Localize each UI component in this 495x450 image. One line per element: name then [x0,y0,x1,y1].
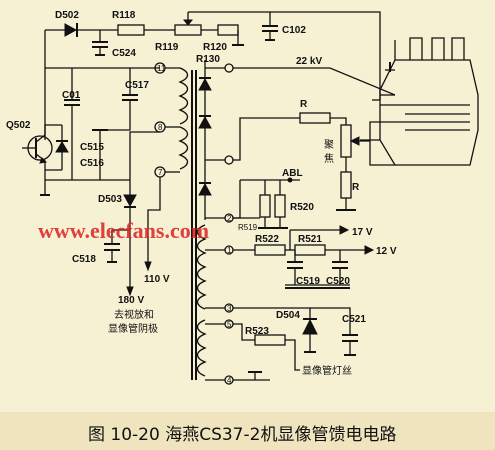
pin-7: 7 [158,168,163,177]
label-focus-2: 焦 [324,152,334,165]
pin-numbers: 11 8 7 2 1 3 5 4 [157,64,232,385]
label-c519: C519 [296,276,320,287]
label-c01: C01 [62,90,81,101]
resistor-r521 [294,244,326,256]
resistor-r118 [117,24,145,36]
label-c518: C518 [72,254,96,265]
figure-caption: 图 10-20 海燕CS37-2机显像管馈电电路 [88,425,397,445]
pin-3: 3 [227,304,232,313]
d503-branch [104,131,161,297]
pin-11: 11 [157,64,166,73]
label-focus-1: 聚 [324,139,334,151]
abl-network [233,177,300,229]
label-r522: R522 [255,234,279,245]
flyback-transformer [165,67,207,380]
label-r519: R519 [238,223,258,232]
label-r120: R120 [203,42,227,53]
pin-8: 8 [158,123,163,132]
label-c520: C520 [326,276,350,287]
resistor-r-bottom [340,171,352,199]
component-labels: D502 R118 C524 R119 R120 C102 R130 22 kV… [6,10,397,377]
label-17v: 17 V [352,227,373,238]
figure-caption-bar: 图 10-20 海燕CS37-2机显像管馈电电路 [0,412,495,450]
label-22kv: 22 kV [296,56,322,67]
label-r520: R520 [290,202,314,213]
label-r119: R119 [155,42,179,53]
label-r521: R521 [298,234,322,245]
label-c515: C515 [80,142,104,153]
label-d504: D504 [276,310,300,321]
watermark: www.elecfans.com [38,218,209,243]
low-voltage-supplies [205,225,375,289]
pin-2: 2 [227,214,232,223]
hv-stack [198,60,396,223]
diode-d502 [64,23,78,37]
label-abl: ABL [282,168,303,179]
label-180v: 180 V [118,295,144,306]
resistor-r520 [274,194,286,218]
pin-1: 1 [227,246,232,255]
label-to-video-amp: 去视放和 [114,308,154,321]
label-c524: C524 [112,48,136,59]
label-c516: C516 [80,158,104,169]
pin-4: 4 [227,376,232,385]
q502-stage [22,30,166,196]
resistor-r120 [217,24,239,36]
resistor-r119 [174,24,202,36]
diode-d504 [302,318,318,335]
label-r130: R130 [196,54,220,65]
label-c102: C102 [282,25,306,36]
focus-potentiometer [340,124,352,158]
label-r-bottom: R [352,182,360,193]
label-crt-filament: 显像管灯丝 [302,364,352,377]
label-q502: Q502 [6,120,31,131]
label-r118: R118 [112,10,136,21]
label-12v: 12 V [376,246,397,257]
pin-5: 5 [227,320,232,329]
focus-network [299,112,405,211]
label-r-top: R [300,99,308,110]
label-d503: D503 [98,194,122,205]
top-rail [45,11,381,100]
label-d502: D502 [55,10,79,21]
label-c517: C517 [125,80,149,91]
crt-tube [360,37,479,166]
filament-supply [205,303,358,385]
resistor-r522 [254,244,286,256]
label-crt-cathode: 显像管阴极 [108,322,158,335]
label-110v: 110 V [144,274,170,285]
diode-d503 [123,194,137,208]
label-c521: C521 [342,314,366,325]
label-r523: R523 [245,326,269,337]
resistor-r-top [299,112,331,124]
